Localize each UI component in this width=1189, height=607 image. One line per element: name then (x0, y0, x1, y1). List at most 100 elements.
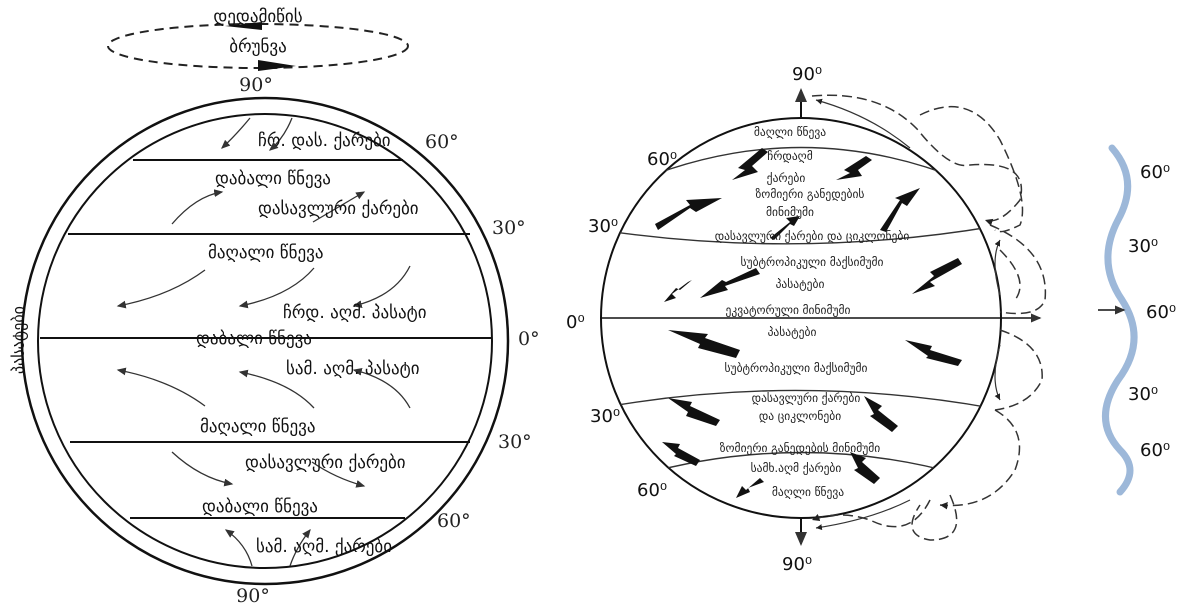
return-flow-s2 (994, 344, 1001, 401)
label-westerlies-s: დასავლური ქარები (245, 453, 406, 473)
left-lat-label-60n: 60° (425, 131, 459, 153)
mid-lat-label-30n: 30⁰ (588, 216, 618, 237)
label-low-pressure-eq: დაბალი წნევა (196, 329, 312, 349)
mid-label-subtrop-n: სუბტროპიკული მაქსიმუმი (741, 255, 884, 269)
mid-lat-label-90s: 90⁰ (782, 554, 812, 575)
arrow-trade-n-2 (238, 267, 315, 309)
right-lat-label-3: 60⁰ (1146, 302, 1176, 323)
mid-label-westerlies-n: დასავლური ქარები და ციკლონები (715, 229, 910, 243)
cell-ferrel-n (989, 224, 1047, 315)
left-globe-outer (20, 96, 510, 586)
rotation-arrow-top-icon (225, 22, 262, 30)
arrow-wester-s-2 (311, 461, 366, 488)
arrow-polar-s-1 (224, 529, 253, 567)
left-lat-label-30s: 30° (498, 431, 532, 453)
arrow-wester-n-1 (171, 189, 224, 225)
mid-label-high-s: მაღლი წნევა (772, 485, 844, 499)
right-lat-label-4: 30⁰ (1128, 384, 1158, 405)
right-lat-label-2: 30⁰ (1128, 236, 1158, 257)
mid-lat-label-0: 0⁰ (566, 312, 585, 333)
mid-lat-curve-30n (601, 224, 1001, 245)
arrow-wester-s-1 (171, 451, 234, 487)
arrow-trade-s-2 (238, 369, 315, 409)
mid-label-westerlies-s-2: და ციკლონები (759, 409, 841, 423)
label-westerlies-n: დასავლური ქარები (258, 199, 419, 219)
mid-arrow-4 (880, 188, 920, 232)
mid-arrow-10 (905, 340, 962, 366)
mid-label-equatorial: ეკვატორული მინიმუმი (726, 303, 851, 317)
mid-label-polar-n-1: ჩრდაღმ (767, 149, 812, 163)
mid-lat-curve-30s (601, 389, 1001, 411)
mid-lat-label-30s: 30⁰ (590, 406, 620, 427)
right-lat-label-5: 60⁰ (1140, 440, 1170, 461)
rotation-label-top: დედამიწის (213, 7, 302, 27)
mid-arrow-6 (912, 258, 962, 294)
mid-lat-label-90n: 90⁰ (792, 64, 822, 85)
arrow-trade-s-3 (352, 368, 411, 409)
mid-lat-curve-60s (639, 451, 963, 476)
return-flow-n (815, 98, 911, 149)
cell-polar-n (811, 94, 1023, 226)
mid-label-midmin-n-2: მინიმუმი (766, 205, 814, 219)
mid-label-high-n: მაღლი წნევა (754, 125, 826, 139)
cell-hadley-n (999, 249, 1021, 301)
left-lat-label-90-bottom: 90° (236, 585, 270, 607)
rotation-arrow-bottom-icon (258, 60, 296, 71)
arrow-polar-s-2 (289, 528, 311, 567)
mid-arrow-7 (700, 268, 760, 298)
arrow-polar-n-2 (269, 117, 293, 151)
rotation-label-bottom: ბრუნვა (229, 37, 286, 57)
mid-arrow-11 (668, 398, 720, 426)
mid-arrow-9 (668, 330, 740, 358)
cell-polar-s-loop (911, 494, 958, 541)
arrow-trade-s-1 (116, 367, 206, 407)
mid-arrow-1 (732, 148, 768, 180)
mid-arrow-8 (664, 280, 692, 302)
mid-arrow-2 (836, 156, 872, 180)
right-lat-label-1: 60⁰ (1140, 162, 1170, 183)
cell-polar-s (811, 499, 931, 528)
mid-arrow-12 (864, 396, 898, 432)
return-flow-n2 (994, 239, 1001, 296)
mid-lat-label-60s: 60⁰ (637, 480, 667, 501)
label-high-pressure-s: მაღალი წნევა (200, 417, 315, 437)
left-globe-diagram: დედამიწის ბრუნვა 90° 60° 30° 0° 30° 60° … (9, 7, 540, 607)
label-se-trade: სამ. აღმ. პასატი (286, 359, 420, 379)
mid-arrow-13 (662, 442, 700, 466)
right-wave-diagram: 60⁰ 30⁰ 60⁰ 30⁰ 60⁰ (1098, 144, 1176, 496)
left-lat-label-0: 0° (518, 328, 540, 350)
cell-polar-n-loop (919, 105, 1024, 233)
left-side-label-trade-winds: პასატები (9, 306, 28, 374)
left-wind-arrows (116, 117, 411, 567)
left-lat-label-90-top: 90° (239, 74, 273, 96)
mid-lat-curve-60n (639, 146, 963, 181)
mid-label-trade-s: პასატები (768, 325, 817, 339)
jet-wave-line (1102, 144, 1138, 496)
mid-label-trade-n: პასატები (776, 277, 825, 291)
label-polar-easterlies-s: სამ. აღმ. ქარები (256, 537, 392, 557)
return-flow-s (815, 499, 911, 531)
mid-arrow-15 (736, 478, 764, 498)
arrow-trade-n-3 (352, 265, 411, 308)
mid-lat-label-60n: 60⁰ (647, 149, 677, 170)
mid-arrow-14 (850, 452, 880, 484)
left-globe-inner (37, 113, 493, 569)
middle-globe-diagram: მაღლი წნევა ჩრდაღმ ქარები ზომიერი განედე… (566, 64, 1047, 575)
cell-ferrel-s (939, 409, 1021, 510)
mid-label-subtrop-s: სუბტროპიკული მაქსიმუმი (725, 361, 868, 375)
label-low-pressure-n: დაბალი წნევა (215, 169, 331, 189)
middle-wind-arrows (655, 148, 962, 498)
mid-arrow-5 (770, 216, 800, 240)
label-ne-trade: ჩრდ. აღმ. პასატი (283, 303, 427, 323)
left-lat-label-30n: 30° (492, 217, 526, 239)
label-polar-easterlies-n: ჩრ. დას. ქარები (258, 131, 391, 151)
mid-label-polar-n-2: ქარები (767, 171, 806, 185)
arrow-polar-n-1 (221, 117, 251, 149)
label-low-pressure-s: დაბალი წნევა (202, 497, 318, 517)
label-high-pressure-n: მაღალი წნევა (208, 243, 323, 263)
mid-label-westerlies-s-1: დასავლური ქარები (752, 391, 861, 405)
arrow-trade-n-1 (116, 269, 206, 309)
cell-hadley-s (994, 329, 1043, 411)
arrow-wester-n-2 (312, 191, 366, 223)
